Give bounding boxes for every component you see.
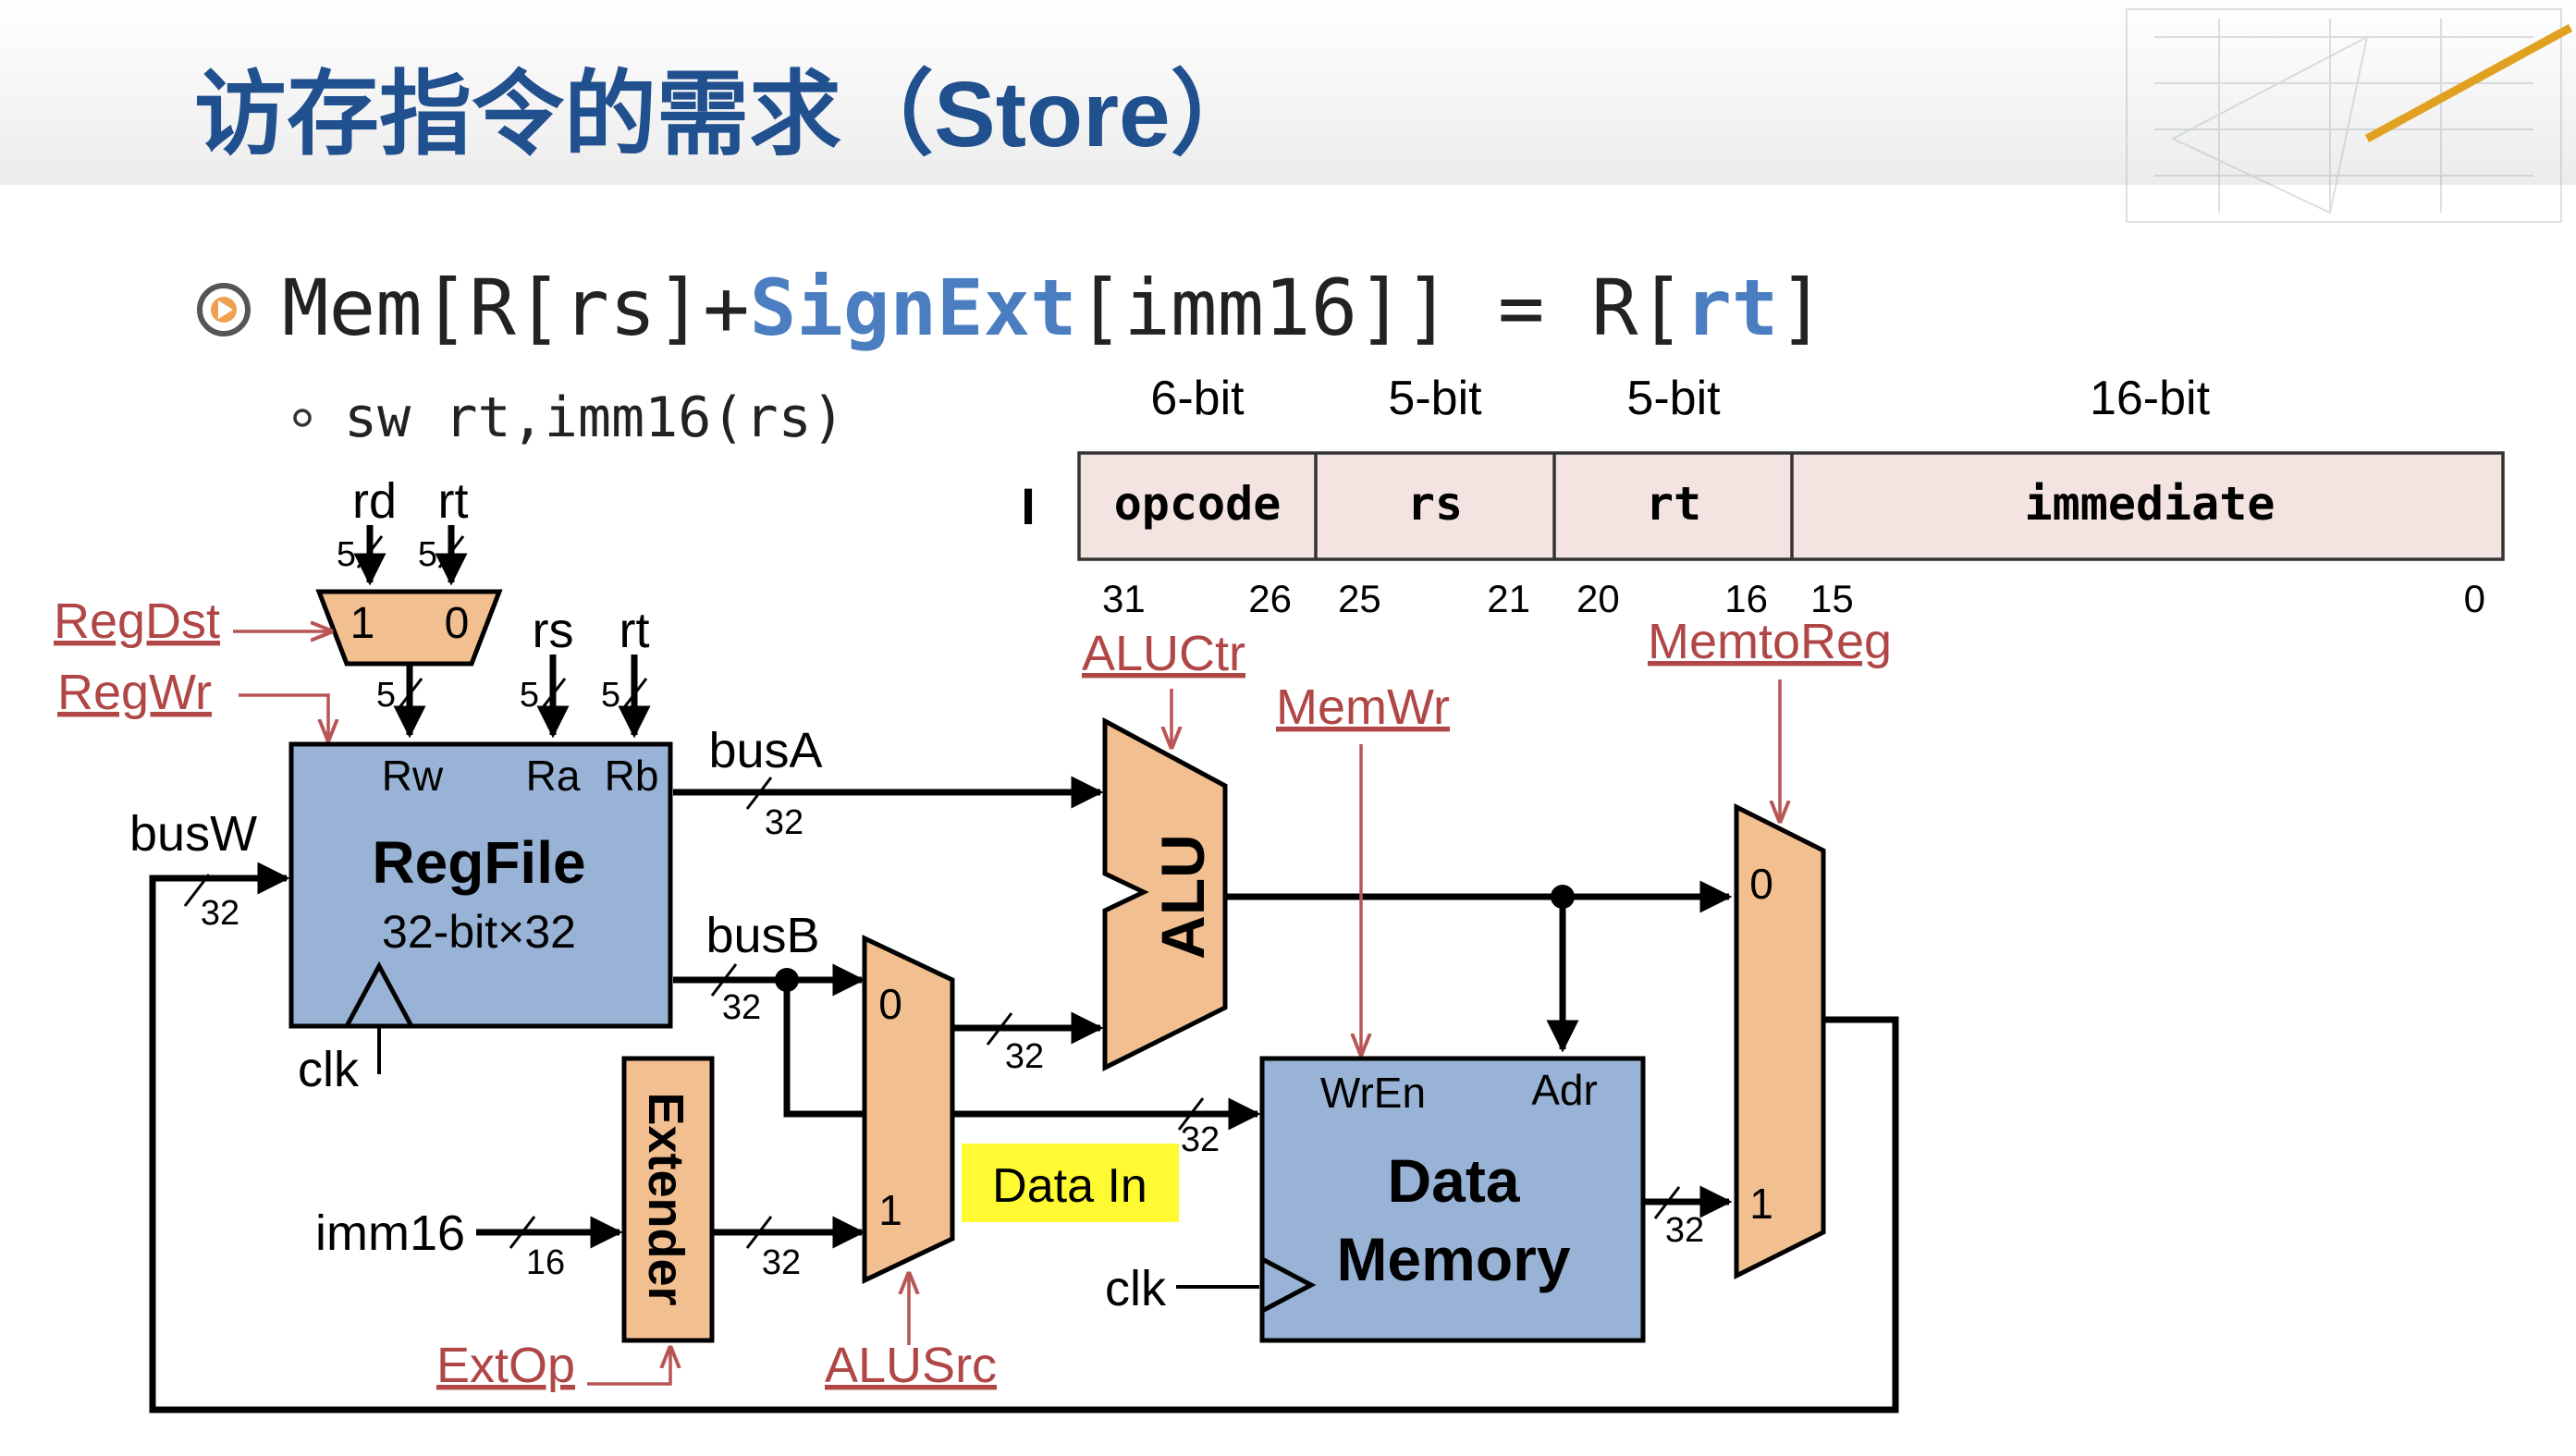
instruction-format: 6-bit 5-bit 5-bit 16-bit I opcode rs rt … — [1021, 372, 2505, 620]
bit-26: 26 — [1248, 577, 1292, 620]
formula: Mem[R[rs]+SignExt[imm16]] = R[rt] — [282, 263, 1825, 353]
regdst-label-0: 0 — [445, 599, 470, 648]
width-rb: 5 — [601, 676, 620, 715]
regdst-input-rd: rd — [352, 473, 397, 529]
alusrc-label-0: 0 — [878, 980, 902, 1028]
input-rs: rs — [533, 603, 574, 658]
data-in-label: Data In — [992, 1159, 1147, 1213]
width-label-rs: 5-bit — [1388, 372, 1482, 425]
port-rw: Rw — [382, 752, 444, 800]
port-ra: Ra — [526, 752, 581, 800]
busb-label: busB — [705, 908, 819, 963]
signal-aluctr: ALUCtr — [1082, 626, 1245, 681]
width-label-immediate: 16-bit — [2090, 372, 2211, 425]
regfile-clock-triangle — [344, 960, 414, 1028]
width-data-in: 32 — [1181, 1120, 1220, 1159]
format-type-label: I — [1021, 477, 1036, 535]
regdst-mux-shape — [315, 589, 503, 667]
port-wren: WrEn — [1320, 1069, 1426, 1117]
extender: imm16 16 Extender 32 — [315, 1056, 865, 1343]
signal-extop: ExtOp — [436, 1338, 575, 1393]
bit-0: 0 — [2464, 577, 2485, 620]
extender-box — [621, 1056, 715, 1343]
width-mem-out: 32 — [1665, 1211, 1704, 1250]
bullet-icon — [197, 283, 251, 336]
extender-name: Extender — [638, 1092, 693, 1305]
field-immediate: immediate — [2025, 477, 2275, 531]
bit-25: 25 — [1338, 577, 1381, 620]
regfile-size: 32-bit×32 — [382, 906, 576, 958]
bit-20: 20 — [1576, 577, 1620, 620]
regdst-mux: rd rt 5 5 1 0 5 — [315, 473, 503, 739]
port-rb: Rb — [605, 752, 659, 800]
data-memory-clk: clk — [1105, 1261, 1167, 1316]
memtoreg-label-1: 1 — [1749, 1180, 1773, 1228]
alu-name: ALU — [1148, 834, 1217, 960]
width-busa: 32 — [765, 803, 803, 842]
signal-alusrc: ALUSrc — [825, 1338, 997, 1393]
regdst-input-rt: rt — [438, 473, 469, 529]
width-rt: 5 — [418, 535, 437, 574]
width-alu-b: 32 — [1005, 1037, 1044, 1076]
field-rt: rt — [1646, 477, 1701, 531]
regfile-read-inputs: rs rt 5 5 — [520, 603, 651, 739]
width-rd: 5 — [337, 535, 356, 574]
width-imm16: 16 — [526, 1243, 565, 1282]
busw-label: busW — [129, 806, 257, 862]
data-memory-name-line2: Memory — [1336, 1225, 1570, 1293]
width-label-rt: 5-bit — [1626, 372, 1721, 425]
width-ra: 5 — [520, 676, 539, 715]
memtoreg-label-0: 0 — [1749, 860, 1773, 908]
memtoreg-mux: 0 1 — [1734, 802, 1895, 1280]
header-band — [0, 0, 2576, 185]
busa: busA 32 — [673, 723, 1104, 842]
sub-bullet-icon — [293, 409, 312, 427]
field-rs: rs — [1407, 477, 1463, 531]
data-in-highlight — [962, 1144, 1179, 1222]
alu-shape — [1102, 716, 1228, 1072]
alusrc-mux: 0 1 32 — [862, 935, 1104, 1284]
port-adr: Adr — [1531, 1066, 1598, 1114]
alusrc-mux-shape — [862, 935, 955, 1284]
page-title: 访存指令的需求（Store） — [194, 63, 1263, 166]
signal-regwr: RegWr — [57, 665, 212, 720]
bit-16: 16 — [1724, 577, 1768, 620]
bit-15: 15 — [1810, 577, 1854, 620]
width-label-opcode: 6-bit — [1150, 372, 1245, 425]
bit-31: 31 — [1102, 577, 1146, 620]
regfile: Rw Ra Rb RegFile 32-bit×32 clk — [288, 741, 673, 1097]
width-ext-out: 32 — [762, 1243, 801, 1282]
width-busb: 32 — [722, 988, 761, 1027]
memtoreg-mux-shape — [1734, 802, 1826, 1280]
alusrc-label-1: 1 — [878, 1186, 902, 1234]
width-rw: 5 — [376, 676, 396, 715]
width-busw: 32 — [201, 894, 239, 933]
input-rt: rt — [619, 603, 650, 658]
busa-label: busA — [708, 723, 822, 778]
bit-21: 21 — [1487, 577, 1530, 620]
data-memory-clock-triangle — [1260, 1256, 1317, 1314]
regfile-box — [288, 741, 673, 1029]
decorative-pencil — [2364, 24, 2573, 142]
regdst-label-1: 1 — [350, 599, 375, 648]
signal-memtoreg: MemtoReg — [1648, 614, 1892, 669]
data-memory-name-line1: Data — [1387, 1146, 1520, 1215]
busb: busB 32 32 — [673, 908, 1261, 1159]
signal-memwr: MemWr — [1276, 679, 1450, 735]
regfile-clk: clk — [298, 1042, 360, 1097]
sub-bullet: sw rt,imm16(rs) — [344, 385, 845, 450]
alu: ALU — [1102, 716, 1228, 1072]
imm16-label: imm16 — [315, 1205, 465, 1261]
regfile-name: RegFile — [372, 829, 585, 896]
data-memory: WrEn Adr Data Memory clk 32 — [1105, 1056, 1733, 1343]
field-opcode: opcode — [1114, 477, 1282, 531]
signal-regdst: RegDst — [54, 593, 220, 649]
